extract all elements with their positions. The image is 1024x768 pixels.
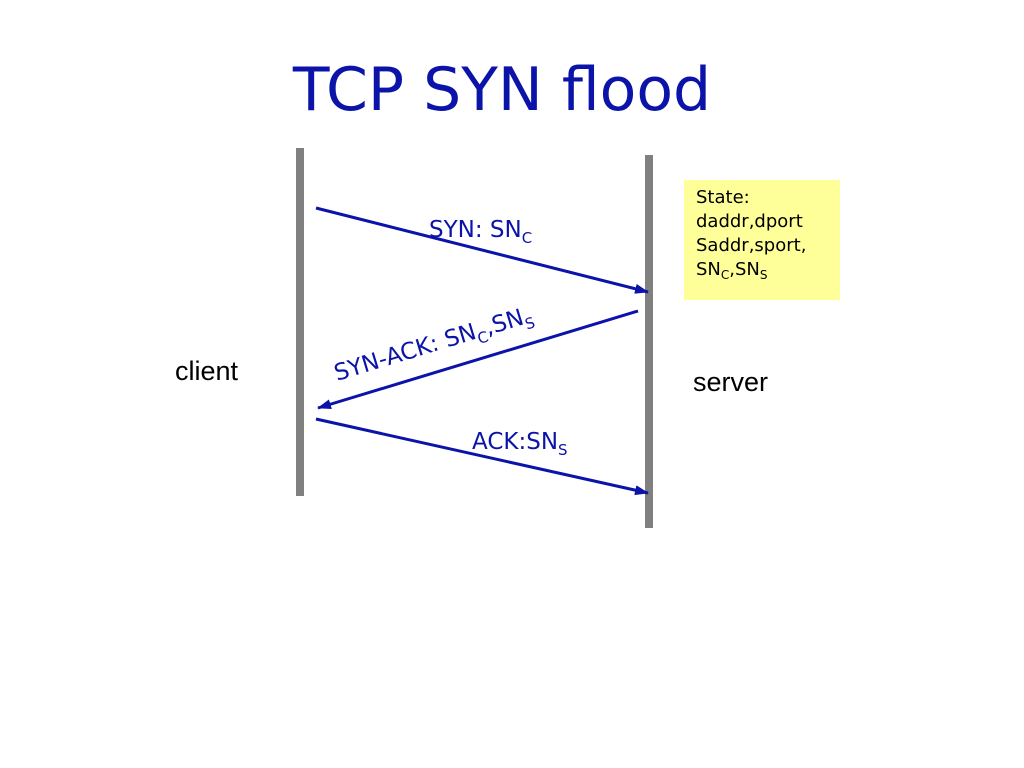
server-label: server bbox=[693, 367, 769, 397]
server-lifeline bbox=[645, 155, 653, 528]
state-saddr-sport: Saddr,sport, bbox=[696, 235, 807, 256]
syn-arrow bbox=[315, 206, 649, 294]
client-label: client bbox=[175, 356, 239, 386]
ack-label: ACK:SNS bbox=[472, 429, 568, 459]
state-sequence-numbers: SNC,SNS bbox=[696, 259, 768, 282]
ack-arrow bbox=[315, 417, 649, 496]
state-heading: State: bbox=[696, 187, 750, 208]
syn-ack-label: SYN-ACK: SNC,SNS bbox=[331, 302, 537, 391]
slide-title: TCP SYN flood bbox=[292, 55, 712, 125]
client-lifeline bbox=[296, 148, 304, 496]
state-daddr-dport: daddr,dport bbox=[696, 211, 803, 232]
syn-label: SYN: SNC bbox=[429, 217, 532, 247]
syn-ack-arrow bbox=[317, 309, 639, 410]
server-state-box: State: daddr,dport Saddr,sport, SNC,SNS bbox=[684, 180, 840, 300]
